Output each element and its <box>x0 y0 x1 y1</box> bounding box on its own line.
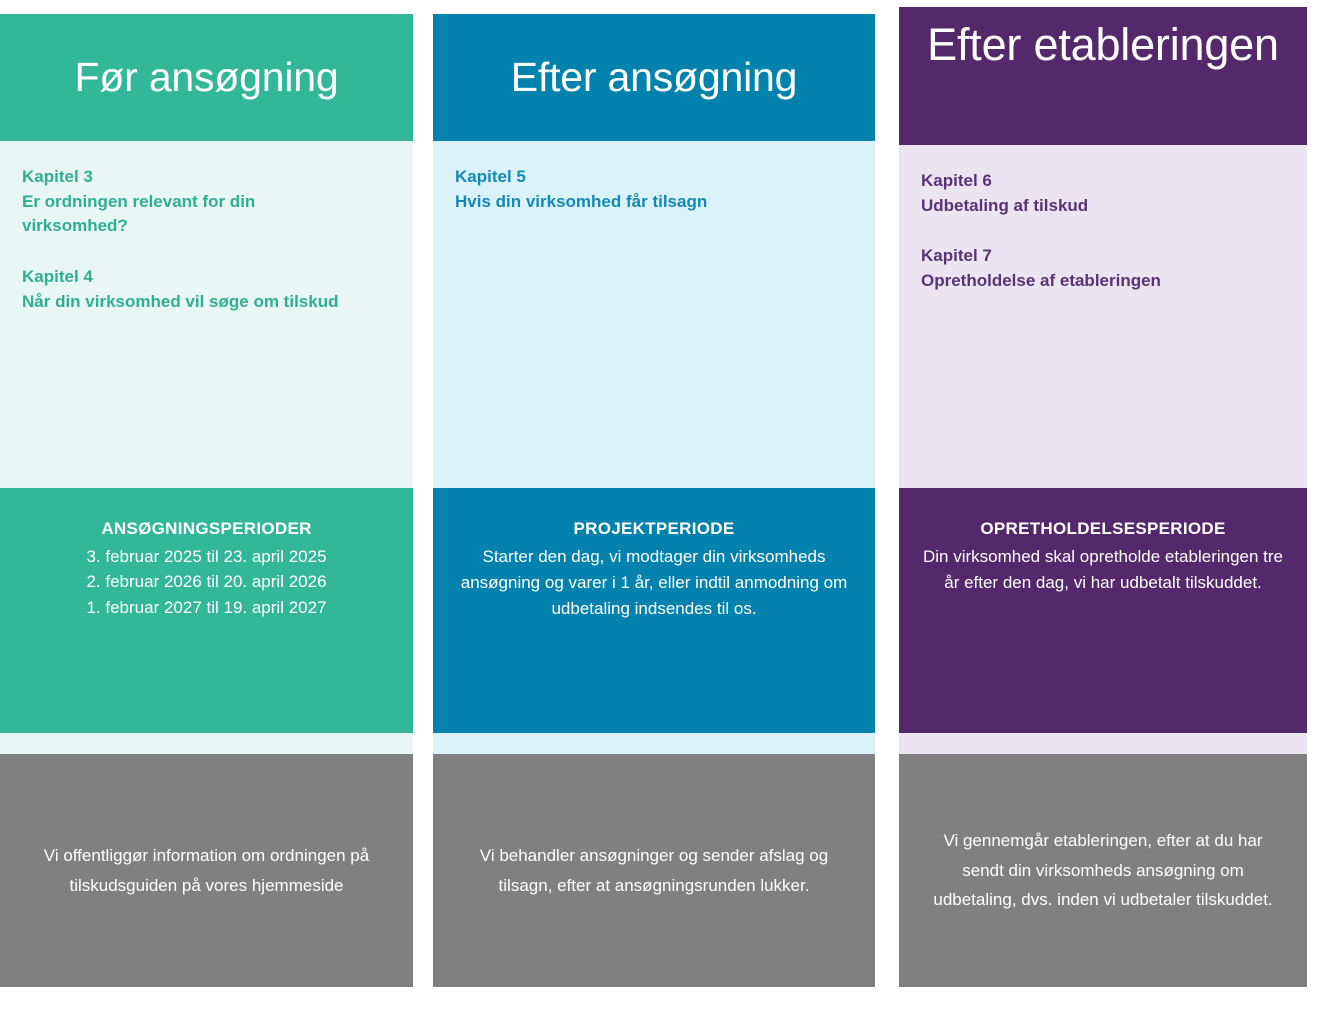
process-column-efter-ansoegning: Efter ansøgning Kapitel 5 Hvis din virks… <box>433 0 875 987</box>
chapter-kicker: Kapitel 6 <box>921 171 992 190</box>
list-item: 2. februar 2026 til 20. april 2026 <box>86 572 327 591</box>
agency-action-text: Vi offentliggør information om ordningen… <box>43 845 370 895</box>
chapter-entry[interactable]: Kapitel 6 Udbetaling af tilskud <box>921 169 1285 218</box>
chapter-kicker: Kapitel 4 <box>22 266 93 286</box>
period-heading: PROJEKTPERIODE <box>573 519 735 538</box>
chapter-kicker: Kapitel 5 <box>455 167 526 186</box>
chapter-title: Udbetaling af tilskud <box>921 195 1089 215</box>
agency-action-block: Vi behandler ansøgninger og sender afsla… <box>433 754 875 987</box>
column-header-banner: Før ansøgning <box>0 14 413 141</box>
column-header-banner: Efter etableringen <box>899 7 1307 145</box>
column-divider <box>0 733 413 754</box>
chapter-title: Er ordningen relevant for din virksomhed… <box>22 191 256 236</box>
chapter-entry[interactable]: Kapitel 4 Når din virksomhed vil søge om… <box>22 265 391 314</box>
process-column-efter-etableringen: Efter etableringen Kapitel 6 Udbetaling … <box>899 0 1307 987</box>
column-title: Efter etableringen <box>927 19 1279 70</box>
chapter-kicker: Kapitel 3 <box>22 167 93 186</box>
application-period-list: 3. februar 2025 til 23. april 2025 2. fe… <box>86 544 326 621</box>
period-block: ANSØGNINGSPERIODER 3. februar 2025 til 2… <box>0 488 413 733</box>
period-block: OPRETHOLDELSESPERIODE Din virksomhed ska… <box>899 488 1307 733</box>
chapter-title: Hvis din virksomhed får tilsagn <box>455 191 708 211</box>
column-divider <box>899 733 1307 754</box>
column-title: Efter ansøgning <box>510 53 798 100</box>
agency-action-block: Vi gennemgår etableringen, efter at du h… <box>899 754 1307 987</box>
column-title: Før ansøgning <box>74 53 339 100</box>
period-description: Starter den dag, vi modtager din virksom… <box>460 546 848 619</box>
chapter-title: Opretholdelse af etableringen <box>921 270 1161 290</box>
process-column-foer-ansoegning: Før ansøgning Kapitel 3 Er ordningen rel… <box>0 0 413 987</box>
period-heading: OPRETHOLDELSESPERIODE <box>980 519 1226 538</box>
column-chapter-list: Kapitel 6 Udbetaling af tilskud Kapitel … <box>899 145 1307 488</box>
agency-action-block: Vi offentliggør information om ordningen… <box>0 754 413 987</box>
agency-action-text: Vi gennemgår etableringen, efter at du h… <box>933 830 1273 910</box>
chapter-kicker: Kapitel 7 <box>921 246 992 266</box>
chapter-entry[interactable]: Kapitel 3 Er ordningen relevant for din … <box>22 165 391 239</box>
period-heading: ANSØGNINGSPERIODER <box>101 519 312 538</box>
chapter-entry[interactable]: Kapitel 7 Opretholdelse af etableringen <box>921 244 1285 293</box>
column-chapter-list: Kapitel 5 Hvis din virksomhed får tilsag… <box>433 141 875 488</box>
list-item: 1. februar 2027 til 19. april 2027 <box>86 597 327 617</box>
period-description: Din virksomhed skal opretholde etablerin… <box>922 546 1284 592</box>
chapter-entry[interactable]: Kapitel 5 Hvis din virksomhed får tilsag… <box>455 165 853 214</box>
agency-action-text: Vi behandler ansøgninger og sender afsla… <box>479 845 829 895</box>
column-divider <box>433 733 875 754</box>
column-chapter-list: Kapitel 3 Er ordningen relevant for din … <box>0 141 413 488</box>
period-block: PROJEKTPERIODE Starter den dag, vi modta… <box>433 488 875 733</box>
column-header-banner: Efter ansøgning <box>433 14 875 141</box>
chapter-title: Når din virksomhed vil søge om tilskud <box>22 291 339 311</box>
list-item: 3. februar 2025 til 23. april 2025 <box>86 546 327 566</box>
